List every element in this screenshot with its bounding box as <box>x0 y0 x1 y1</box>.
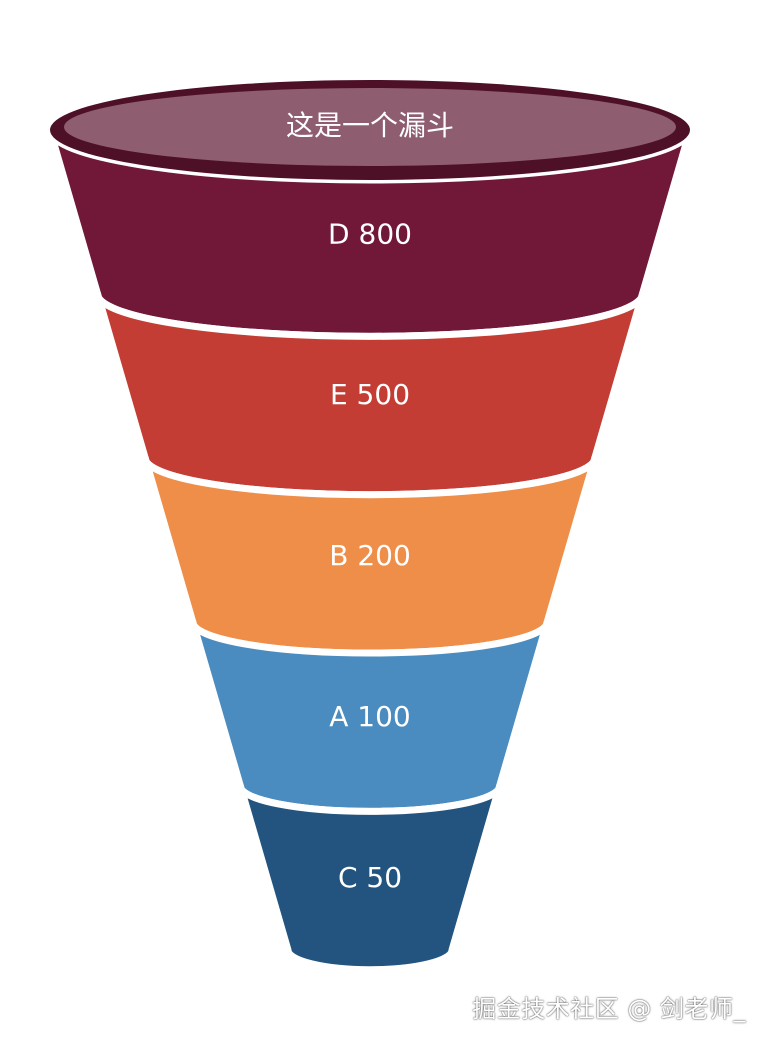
watermark-text: 掘金技术社区 @ 剑老师_ <box>472 995 746 1023</box>
funnel-rim <box>50 80 690 180</box>
funnel-label-E: E 500 <box>330 378 410 411</box>
funnel-label-D: D 800 <box>328 217 412 250</box>
funnel-label-C: C 50 <box>338 861 402 894</box>
funnel-segments <box>46 126 694 974</box>
funnel-labels: D 800 E 500 B 200 A 100 C 50 这是一个漏斗 <box>286 109 454 894</box>
funnel-rim-inner <box>64 88 676 166</box>
funnel-label-A: A 100 <box>329 700 411 733</box>
funnel-label-B: B 200 <box>329 539 411 572</box>
funnel-segment-C <box>236 782 504 974</box>
chart-title: 这是一个漏斗 <box>286 109 454 142</box>
